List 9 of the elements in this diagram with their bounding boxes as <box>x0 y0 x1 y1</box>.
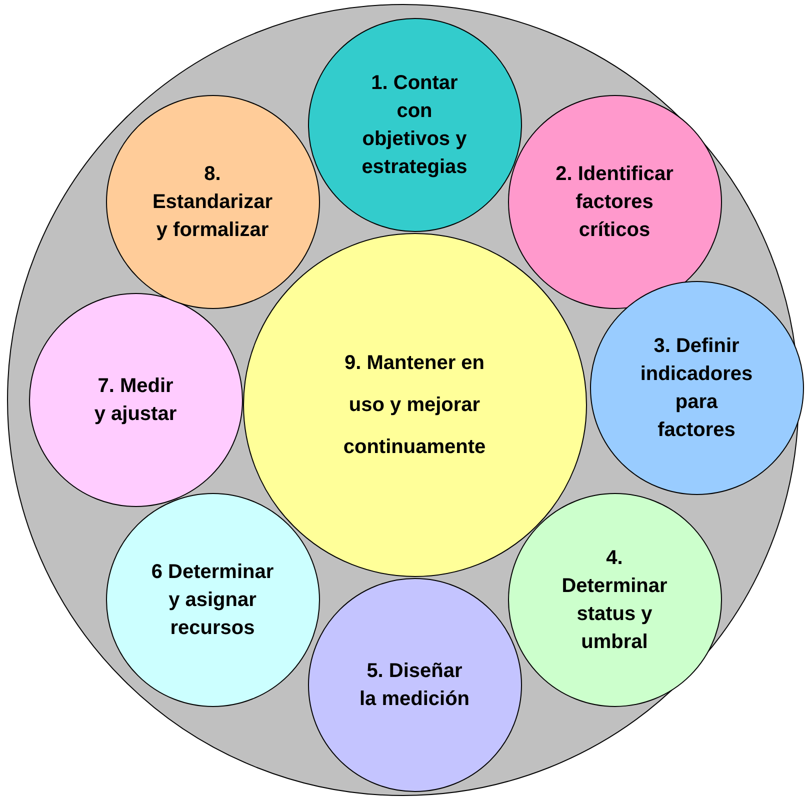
step-label: 2. Identificar factores críticos <box>554 162 674 242</box>
step-label: 3. Definir indicadores para factores <box>639 334 754 442</box>
step-label: 6 Determinar y asignar recursos <box>150 560 275 640</box>
step-label: 7. Medir y ajustar <box>93 374 178 426</box>
step-label: 8. Estandarizar y formalizar <box>152 162 274 242</box>
step-label: 5. Diseñar la medición <box>358 658 470 712</box>
step-label: 4. Determinar status y umbral <box>560 546 668 654</box>
step-label: 1. Contar con objetivos y estrategias <box>360 70 468 180</box>
step-label: 9. Mantener en uso y mejorar continuamente <box>342 350 487 460</box>
